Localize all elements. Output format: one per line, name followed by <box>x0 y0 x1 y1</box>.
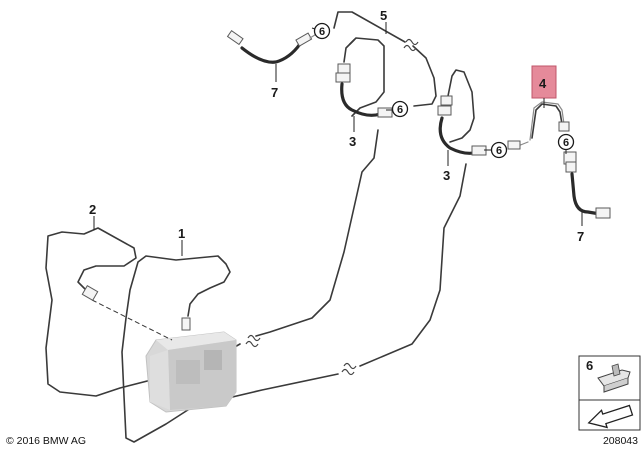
label-part-3-left[interactable]: 3 <box>349 134 356 149</box>
long-pipe-left[interactable] <box>45 129 379 397</box>
leader-lines <box>93 22 583 256</box>
diagram-number: 208043 <box>603 435 638 447</box>
long-pipe-right[interactable] <box>121 163 467 443</box>
label-part-7-right[interactable]: 7 <box>577 229 584 244</box>
label-part-5[interactable]: 5 <box>380 8 387 23</box>
part-7-brake-hose-left[interactable] <box>226 30 319 64</box>
svg-text:6: 6 <box>586 358 593 373</box>
label-part-1[interactable]: 1 <box>178 226 185 241</box>
part-2-fitting <box>81 284 99 302</box>
part-3-brake-hose-left[interactable] <box>335 37 393 118</box>
copyright-text: © 2016 BMW AG <box>6 435 86 447</box>
part-4-brake-pipe-right[interactable] <box>507 101 570 150</box>
label-part-7-left[interactable]: 7 <box>271 85 278 100</box>
nav-arrow-box[interactable] <box>578 399 641 432</box>
label-part-2[interactable]: 2 <box>89 202 96 217</box>
clip-icon <box>597 363 631 393</box>
circle-label-6-right[interactable]: 6 <box>557 133 575 151</box>
svg-text:6: 6 <box>563 137 569 149</box>
circle-label-6-center-left[interactable]: 6 <box>391 100 409 118</box>
label-part-4[interactable]: 4 <box>539 76 547 91</box>
part-4-highlight-box <box>531 65 557 99</box>
circle-label-6-top[interactable]: 6 <box>313 22 331 40</box>
svg-text:6: 6 <box>496 145 502 157</box>
abs-hydraulic-unit[interactable] <box>145 317 237 413</box>
part-5-brake-pipe-top[interactable] <box>333 11 437 107</box>
part-7-brake-hose-right[interactable] <box>563 151 611 219</box>
arrow-icon <box>587 404 634 429</box>
svg-text:6: 6 <box>319 26 325 38</box>
circled-part-6-labels: 6 6 6 6 <box>313 22 575 159</box>
legend-part-6[interactable]: 6 <box>578 355 641 401</box>
svg-text:6: 6 <box>397 104 403 116</box>
circle-label-6-center-right[interactable]: 6 <box>490 141 508 159</box>
part-3-brake-hose-right[interactable] <box>437 69 487 156</box>
label-part-3-right[interactable]: 3 <box>443 168 450 183</box>
part-number-labels: 5 4 7 3 3 7 2 1 <box>89 8 584 244</box>
connector-dashed-line <box>91 299 173 341</box>
